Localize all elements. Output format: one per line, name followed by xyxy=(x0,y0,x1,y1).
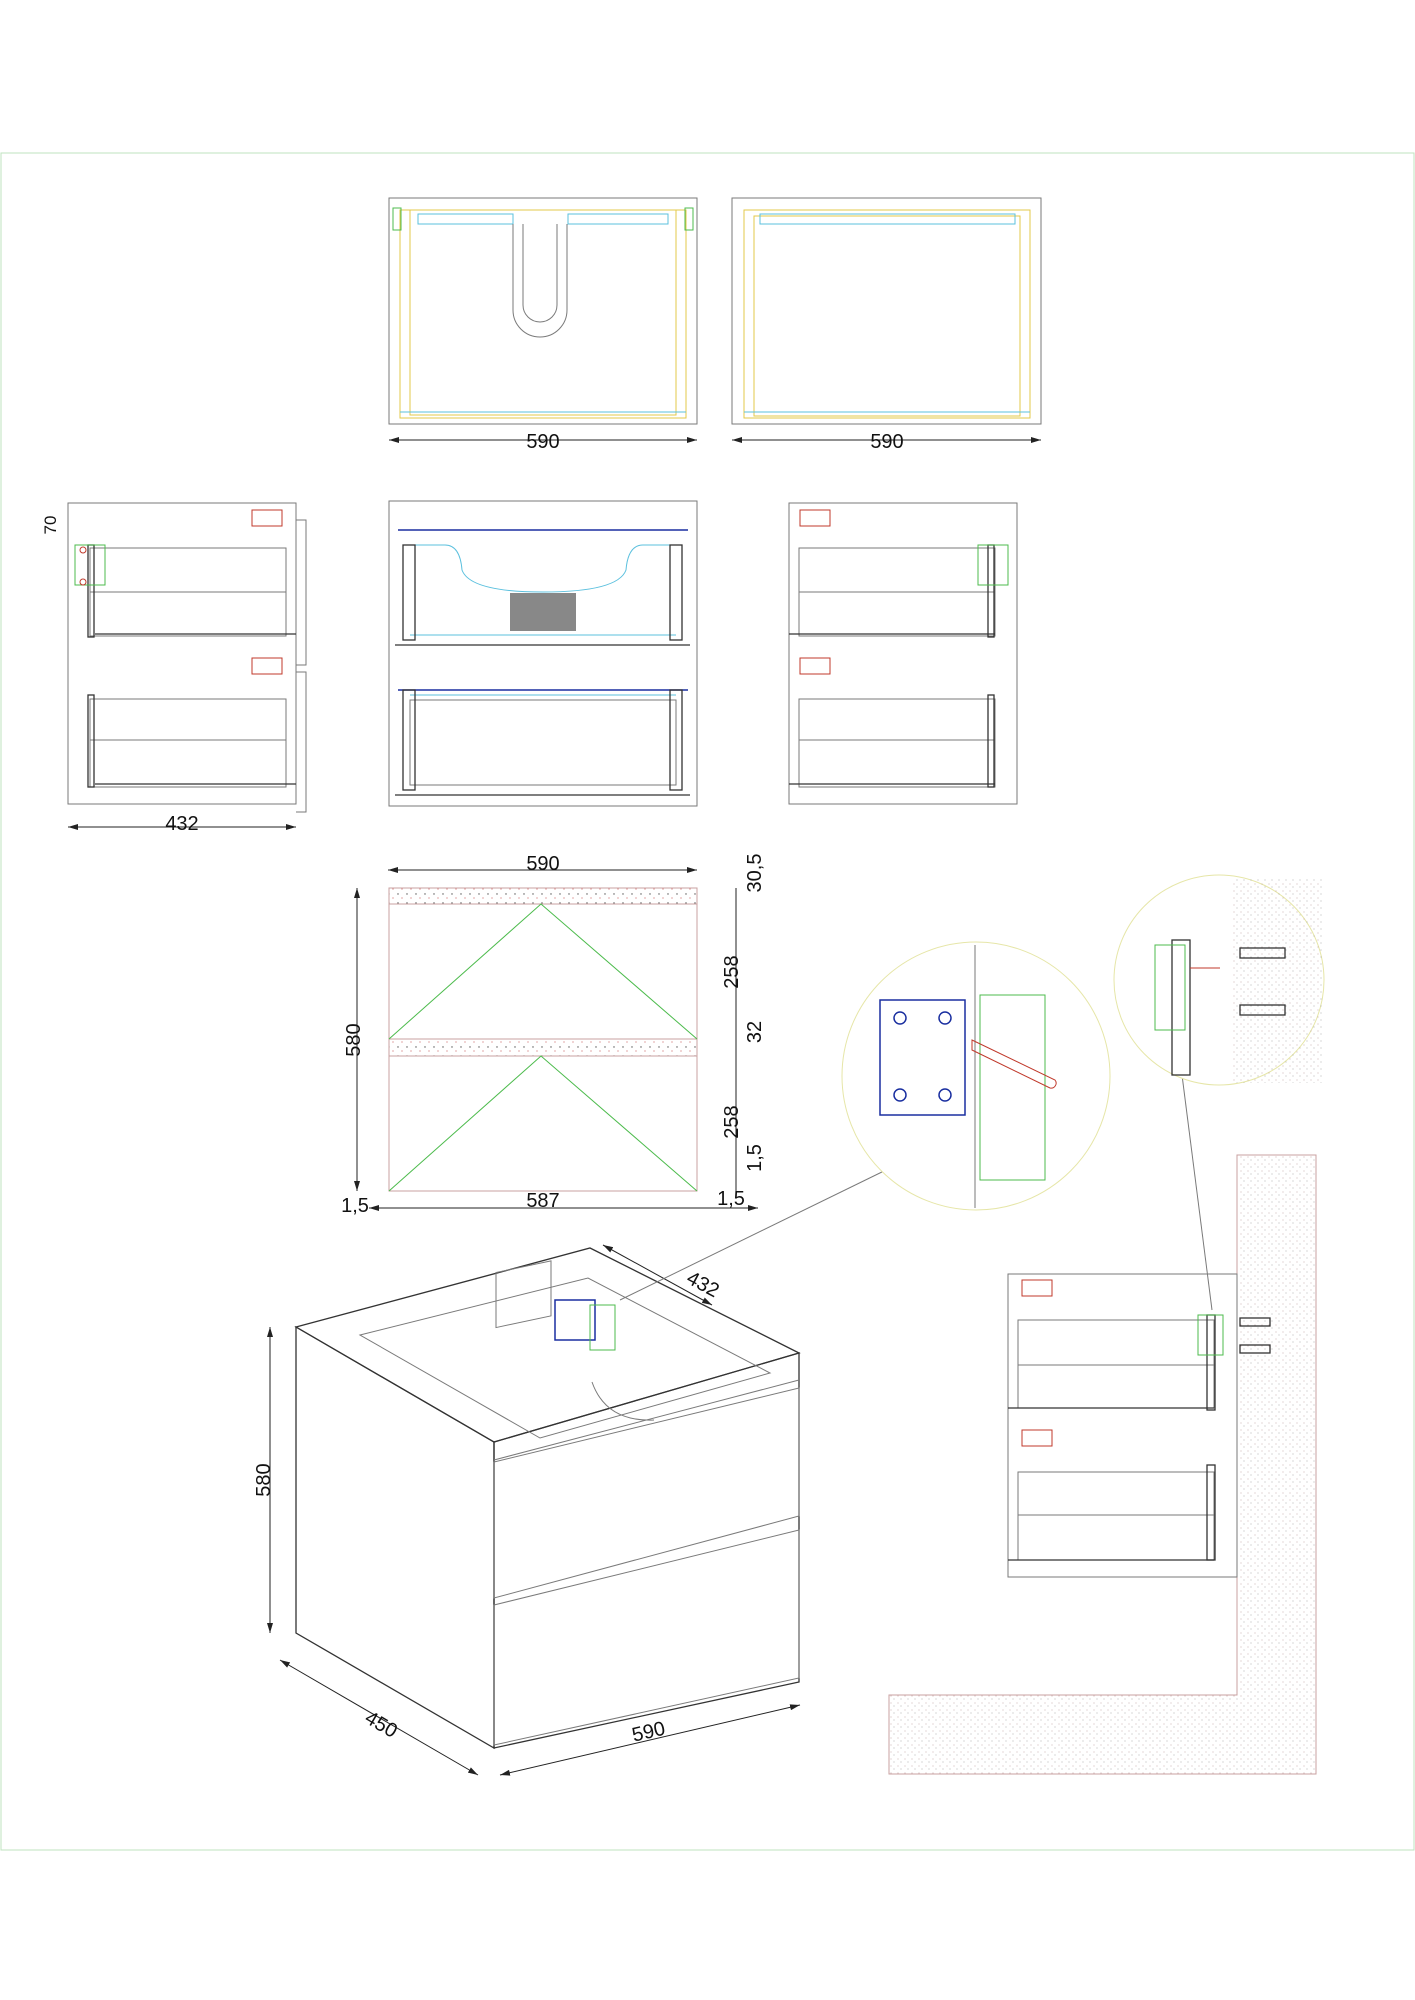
side-view-left: 432 70 xyxy=(41,502,307,835)
dim-top-offset: 70 xyxy=(41,516,60,535)
front-view-dimensioned: 590 580 30,5 258 32 258 1,5 587 1,5 1,5 xyxy=(341,853,766,1217)
dim-drawer2: 258 xyxy=(721,1105,743,1138)
detail-wall-circle xyxy=(1113,874,1325,1311)
sheet-border xyxy=(0,152,1415,1851)
dim-top-strip: 30,5 xyxy=(744,854,766,893)
dim-iso-depth: 450 xyxy=(361,1707,401,1743)
dim-gap: 32 xyxy=(744,1021,766,1043)
dim-right-gap: 1,5 xyxy=(717,1188,745,1210)
top-view-sink: 590 xyxy=(388,197,698,453)
dim-top-right-width: 590 xyxy=(870,431,903,453)
drain-grille xyxy=(510,593,576,631)
dim-bottom-gap: 1,5 xyxy=(744,1144,766,1172)
dim-left-gap: 1,5 xyxy=(341,1195,369,1217)
side-view-right xyxy=(788,502,1018,805)
detail-bracket-circle xyxy=(619,941,1111,1301)
top-view-plain: 590 xyxy=(731,197,1042,453)
dim-inner-width: 587 xyxy=(526,1190,559,1212)
front-open-view xyxy=(388,500,698,807)
dim-side-depth: 432 xyxy=(165,813,198,835)
dim-iso-height: 580 xyxy=(253,1463,275,1496)
dim-drawer1: 258 xyxy=(721,955,743,988)
dim-iso-width: 590 xyxy=(630,1718,667,1747)
isometric-view: 432 580 450 590 xyxy=(253,1244,801,1776)
dim-front-height: 580 xyxy=(343,1023,365,1056)
dim-top-left-width: 590 xyxy=(526,431,559,453)
dim-front-width: 590 xyxy=(526,853,559,875)
wall-mount-section xyxy=(888,1154,1317,1775)
